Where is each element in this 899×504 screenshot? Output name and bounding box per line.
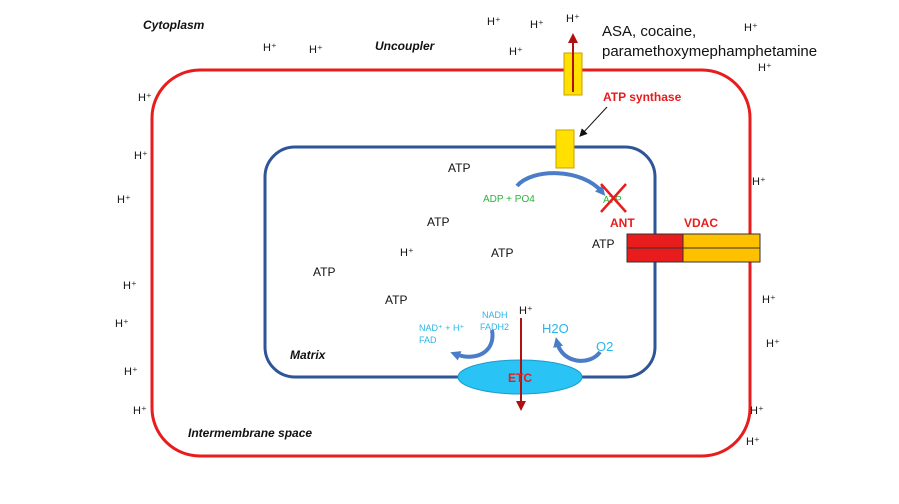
uncoupler-label: Uncoupler	[375, 39, 436, 53]
fad-label: FAD	[419, 335, 437, 345]
proton-label: H⁺	[487, 16, 501, 28]
atp-synthase-pointer-arrow	[579, 106, 608, 137]
proton-label: H⁺	[509, 46, 523, 58]
proton-label: H⁺	[263, 42, 277, 54]
proton-label: H⁺	[758, 62, 772, 74]
proton-label: H⁺	[519, 305, 533, 317]
uncoupler-agents-line1: ASA, cocaine,	[602, 23, 696, 40]
proton-label: H⁺	[115, 318, 129, 330]
proton-label: H⁺	[309, 44, 323, 56]
adp-po4-label: ADP + PO4	[483, 194, 535, 205]
proton-label: H⁺	[750, 405, 764, 417]
o2-label: O2	[596, 339, 613, 354]
atp-synthase-channel	[555, 129, 575, 169]
proton-label: H⁺	[123, 280, 137, 292]
matrix-label: Matrix	[290, 348, 327, 362]
atp-label: ATP	[427, 215, 449, 229]
proton-label: H⁺	[134, 150, 148, 162]
proton-label: H⁺	[117, 194, 131, 206]
proton-label: H⁺	[566, 13, 580, 25]
adp-to-atp-arrow	[515, 171, 606, 196]
proton-label: H⁺	[530, 19, 544, 31]
atp-synthase-label: ATP synthase	[603, 90, 682, 104]
cytoplasm-label: Cytoplasm	[143, 18, 205, 32]
proton-label: H⁺	[133, 405, 147, 417]
proton-label: H⁺	[138, 92, 152, 104]
proton-label: H⁺	[744, 22, 758, 34]
proton-label: H⁺	[766, 338, 780, 350]
fadh2-label: FADH2	[480, 322, 509, 332]
outer-membrane	[150, 68, 752, 458]
proton-label: H⁺	[400, 247, 414, 259]
uncoupler-agents-line2: paramethoxymephamphetamine	[602, 43, 817, 60]
proton-label: H⁺	[746, 436, 760, 448]
atp-label: ATP	[448, 161, 470, 175]
ant-label: ANT	[610, 216, 635, 230]
vdac-label: VDAC	[684, 216, 718, 230]
etc-label: ETC	[508, 371, 532, 385]
o2-to-h2o-arrow	[553, 337, 602, 363]
h2o-label: H2O	[542, 321, 569, 336]
atp-label: ATP	[313, 265, 335, 279]
nad-h-label: NAD⁺ + H⁺	[419, 323, 465, 333]
atp-label: ATP	[385, 293, 407, 307]
ant-blocked-x-icon	[600, 183, 627, 213]
proton-label: H⁺	[762, 294, 776, 306]
atp-label: ATP	[592, 237, 614, 251]
nadh-label: NADH	[482, 310, 508, 320]
proton-label: H⁺	[124, 366, 138, 378]
atp-label: ATP	[491, 246, 513, 260]
intermembrane-label: Intermembrane space	[188, 426, 312, 440]
nadh-to-nad-arrow	[450, 329, 495, 361]
proton-label: H⁺	[752, 176, 766, 188]
